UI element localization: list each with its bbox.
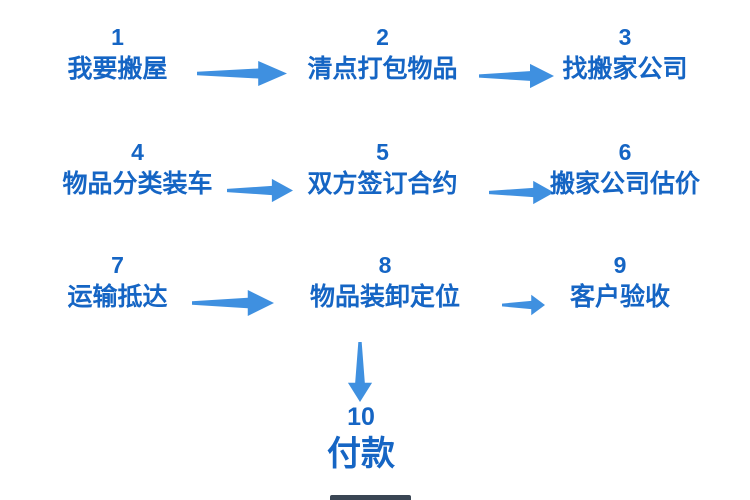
arrow-step5-to-step6-icon bbox=[489, 180, 554, 205]
step-3: 3 找搬家公司 bbox=[535, 22, 715, 86]
step-6-label: 搬家公司估价 bbox=[549, 170, 700, 198]
step-8-number: 8 bbox=[378, 252, 392, 278]
step-7: 7 运输抵达 bbox=[30, 250, 205, 314]
step-6-number: 6 bbox=[618, 139, 632, 165]
step-2-number: 2 bbox=[376, 24, 389, 50]
arrow-step8-to-step10-icon bbox=[347, 342, 373, 402]
arrow-step8-to-step9-icon bbox=[502, 294, 545, 316]
arrow-step1-to-step2-icon bbox=[197, 60, 287, 87]
step-1: 1 我要搬屋 bbox=[30, 22, 205, 86]
step-9-number: 9 bbox=[613, 252, 627, 278]
step-1-label: 我要搬屋 bbox=[67, 55, 168, 83]
step-10: 10 付款 bbox=[281, 402, 441, 476]
cutoff-dark-bar bbox=[330, 495, 411, 500]
step-6: 6 搬家公司估价 bbox=[535, 137, 715, 201]
step-9: 9 客户验收 bbox=[530, 250, 710, 314]
step-2: 2 清点打包物品 bbox=[295, 22, 470, 86]
step-2-label: 清点打包物品 bbox=[307, 55, 458, 83]
step-8: 8 物品装卸定位 bbox=[295, 250, 475, 314]
step-3-label: 找搬家公司 bbox=[562, 55, 688, 83]
arrow-step4-to-step5-icon bbox=[227, 178, 293, 203]
arrow-step2-to-step3-icon bbox=[479, 63, 554, 89]
step-4: 4 物品分类装车 bbox=[50, 137, 225, 201]
step-10-number: 10 bbox=[347, 403, 375, 431]
step-4-label: 物品分类装车 bbox=[62, 170, 213, 198]
arrow-step7-to-step8-icon bbox=[192, 290, 274, 316]
step-1-number: 1 bbox=[111, 24, 124, 50]
step-9-label: 客户验收 bbox=[569, 283, 670, 311]
step-5: 5 双方签订合约 bbox=[295, 137, 470, 201]
step-5-number: 5 bbox=[376, 139, 389, 165]
step-7-label: 运输抵达 bbox=[67, 283, 168, 311]
step-3-number: 3 bbox=[618, 24, 632, 50]
step-7-number: 7 bbox=[111, 252, 124, 278]
step-8-label: 物品装卸定位 bbox=[309, 283, 460, 311]
step-4-number: 4 bbox=[131, 139, 144, 165]
step-5-label: 双方签订合约 bbox=[307, 170, 458, 198]
step-10-label: 付款 bbox=[327, 435, 395, 473]
